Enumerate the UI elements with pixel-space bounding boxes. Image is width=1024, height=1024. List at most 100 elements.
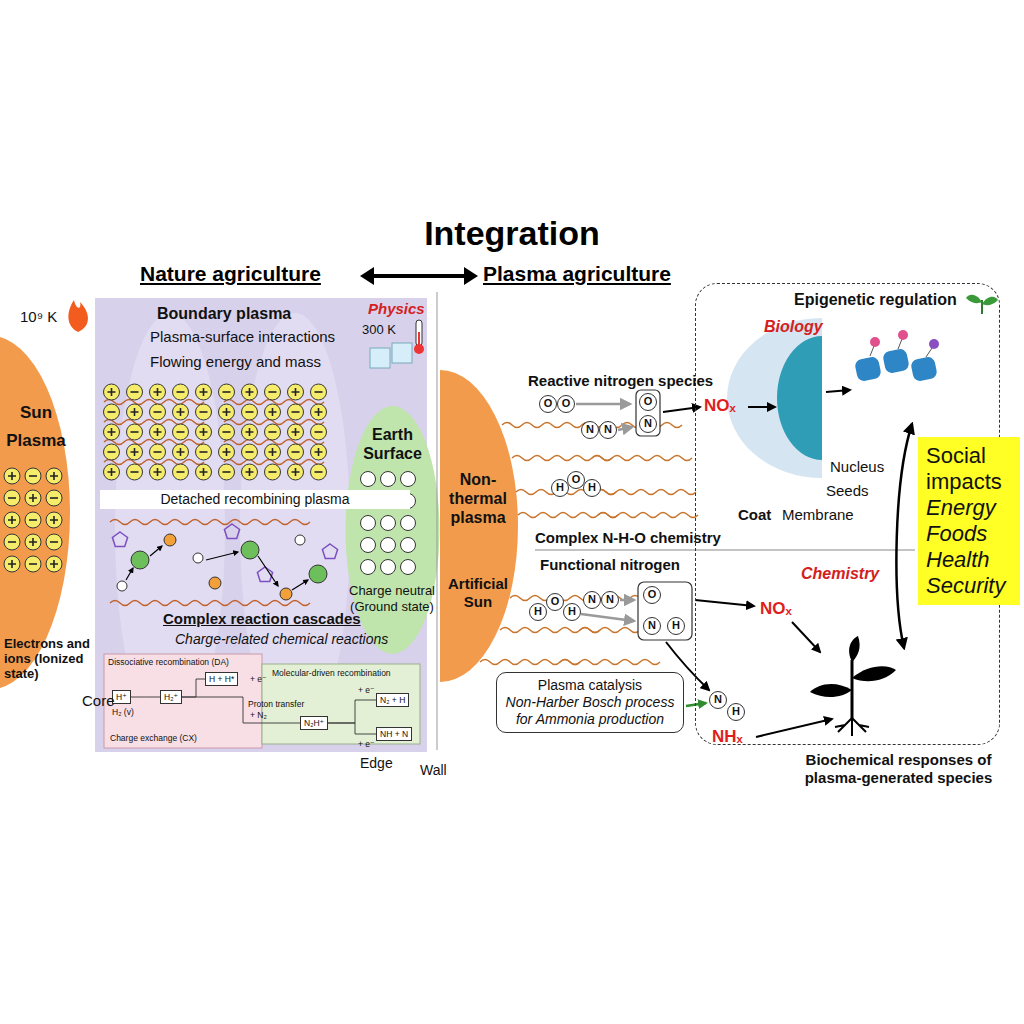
atom-symbol: N [599,421,617,439]
label-slot: Functional nitrogen [540,556,680,574]
label-slot: O [643,586,661,604]
label-slot: Wall [420,762,447,779]
label-slot: Charge exchange (CX) [110,733,197,743]
label-slot: O [539,395,557,413]
label-slot: H [583,479,601,497]
text-slot: Charge-related chemical reactions [175,631,388,648]
species-formula: NHₓ [712,727,743,747]
species-box: H⁺ [112,690,131,704]
atom-symbol: N [643,617,661,635]
label-slot: Membrane [782,506,854,524]
atom-symbol: O [557,395,575,413]
reaction-name: Dissociative recombination (DA) [108,657,229,667]
label-slot: Proton transfer [248,699,304,709]
label-slot: O [557,395,575,413]
label-slot: Coat [738,506,771,524]
species-box: N₂ + H [376,693,409,707]
atom-symbol: O [539,395,557,413]
nucleosome-icon [854,330,939,382]
boundary-particles [100,382,330,482]
seed-illustration [727,318,822,478]
label-slot: H [667,617,685,635]
atom-symbol: H [727,703,745,721]
node-text: H₂⁺ [164,692,178,702]
discipline-tag: Physics [368,300,425,318]
plant-icon [810,636,896,736]
atom-symbol: N [709,691,727,709]
label-slot: N [639,415,657,433]
node-text: H + H* [209,674,234,684]
text-slot: Biochemical responses of plasma-generate… [791,751,1006,787]
integration-arrow [360,267,478,285]
label-slot: Complex N-H-O chemistry [535,529,721,547]
label-slot: + N₂ [250,710,267,720]
node-text: Plasma-surface interactions [150,328,335,346]
reactant-label: H₂ (v) [112,707,134,717]
species-box: H₂⁺ [160,690,182,704]
part-label: Nucleus [830,458,884,476]
text-slot: Boundary plasma [157,304,291,323]
label-slot: N [581,421,599,439]
text-slot: Biology [764,317,823,336]
atom-symbol: N [581,421,599,439]
label-slot: 300 K [362,322,396,338]
region-label: Edge [360,755,393,772]
part-label: Seeds [826,482,869,500]
text-slot: Chemistry [801,564,879,583]
species-formula: NOₓ [704,396,736,416]
node-text: Plasma catalysis [503,677,677,694]
label-slot: + e⁻ [358,685,375,695]
neutral-particles [358,468,418,578]
species-heading: Functional nitrogen [540,556,680,574]
label-slot: Nature agriculture [140,262,321,286]
plasma-flow-waves [104,400,324,465]
label-slot: Plasma agriculture [483,262,671,286]
node-text: Epigenetic regulation [794,290,957,309]
reactant-label: + e⁻ [358,739,375,749]
node-text: Non-Harber Bosch process for Ammonia pro… [503,694,677,728]
reaction-cascade-illustration [110,520,338,606]
node-text: Biochemical responses of plasma-generate… [791,751,1006,787]
reaction-name: Proton transfer [248,699,304,709]
region-label: Core [82,692,115,710]
diagram-title: Integration [0,214,1024,253]
atom-symbol: H [529,603,547,621]
label-slot: H [563,603,581,621]
label-slot: NOₓ [760,599,792,619]
node-text: Detached recombining plasma [104,491,406,508]
node-text: Chemistry [801,564,879,583]
species-heading: Reactive nitrogen species [528,372,713,390]
social-impacts-box: Social impactsEnergy Foods Health Securi… [918,437,1020,605]
label-slot: N [599,421,617,439]
atom-symbol: O [546,593,564,611]
atom-symbol: N [583,591,601,609]
reactant-label: + N₂ [250,710,267,720]
reactant-label: + e⁻ [250,674,267,684]
atom-symbol: N [601,591,619,609]
label-slot: Edge [360,755,393,772]
reaction-name: Molecular-driven recombination [272,668,391,678]
ionized-particles [2,466,64,574]
node-text: Sun [0,403,72,423]
node-text: Social impacts [926,443,1012,495]
label-slot: Seeds [826,482,869,500]
region-label: Wall [420,762,447,779]
label-slot: N [583,591,601,609]
species-box: N₂H⁺ [300,716,328,730]
node-text: Complex reaction cascades [163,610,361,628]
node-text: Charge neutral (Ground state) [337,583,447,615]
node-text: Earth Surface [348,425,437,463]
node-text: Plasma [0,431,72,451]
molecule-frame [636,390,660,436]
label-slot: N [643,617,661,635]
label-slot: Dissociative recombination (DA) [108,657,229,667]
text-slot: Flowing energy and mass [150,353,321,371]
atom-symbol: H [563,603,581,621]
temperature-label: 10⁹ K [20,308,57,326]
node-text: H⁺ [116,692,127,702]
seedling-icon [966,295,998,314]
atom-symbol: H [583,479,601,497]
node-text: Flowing energy and mass [150,353,321,371]
